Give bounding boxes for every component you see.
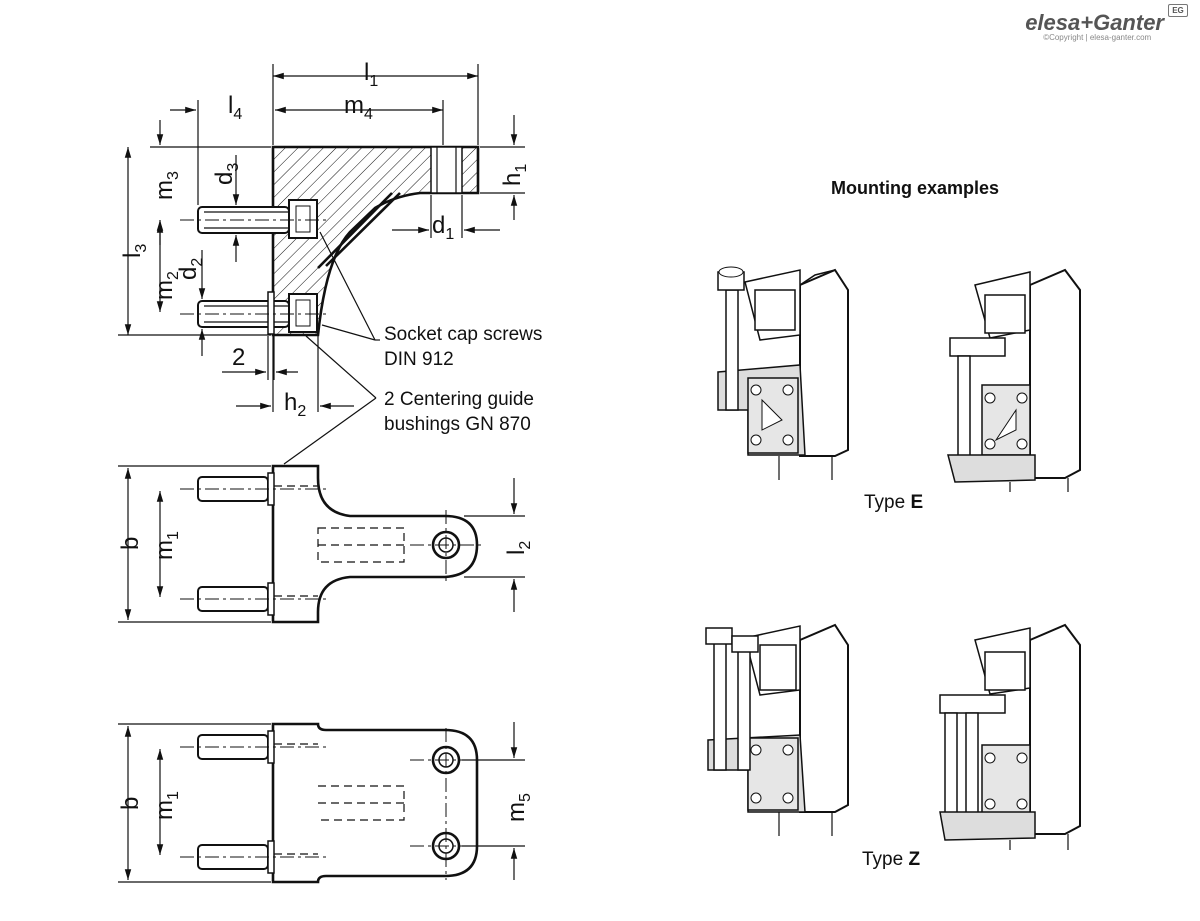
note-screws-line1: Socket cap screws [384, 324, 542, 345]
bracket-section [271, 145, 480, 337]
dimension-b-top: b [117, 465, 271, 623]
svg-text:m5: m5 [503, 793, 534, 822]
note-bushings-line2: bushings GN 870 [384, 414, 531, 435]
bore-d1 [430, 146, 463, 194]
mount-illustration-z1 [705, 623, 849, 836]
note-bushings-line1: 2 Centering guide [384, 389, 534, 410]
leader-lines [283, 231, 380, 465]
mounting-title: Mounting examples [831, 178, 999, 198]
dimension-2: 2 [222, 336, 298, 380]
dimension-d1: d1 [392, 195, 500, 243]
svg-text:2: 2 [232, 344, 245, 371]
svg-text:d1: d1 [432, 212, 454, 243]
svg-text:m4: m4 [344, 92, 373, 123]
dimension-h1: h1 [480, 115, 530, 220]
dimension-b-bottom: b [117, 723, 271, 883]
top-view-type-z [180, 722, 484, 884]
dimension-m1-bottom: m1 [151, 749, 182, 855]
dimension-m1-top: m1 [151, 491, 182, 597]
side-section-view [180, 145, 480, 337]
brand-logo: elesa+Ganter ©Copyright | elesa-ganter.c… [1025, 10, 1164, 42]
type-z-label: Type Z [862, 849, 920, 870]
dimension-l2: l2 [464, 478, 534, 612]
dimension-m2: m2 [151, 222, 182, 312]
svg-text:l2: l2 [503, 541, 534, 555]
type-e-label: Type E [864, 492, 923, 513]
mount-illustration-z2 [939, 623, 1081, 850]
brand-name: elesa+Ganter [1025, 10, 1164, 35]
mount-illustration-e2 [947, 268, 1081, 492]
dimension-d2: d2 [175, 250, 206, 356]
dimension-m5: m5 [462, 722, 534, 880]
svg-text:l3: l3 [119, 244, 150, 258]
svg-text:h2: h2 [284, 389, 306, 420]
svg-text:m1: m1 [151, 531, 182, 560]
svg-text:b: b [117, 797, 144, 810]
note-screws-line2: DIN 912 [384, 349, 454, 370]
svg-text:d3: d3 [211, 163, 242, 185]
svg-text:l4: l4 [228, 92, 242, 123]
dimension-l4-m4: l4 m4 [170, 92, 444, 205]
dimension-l3: l3 [118, 147, 271, 336]
svg-text:l1: l1 [364, 59, 378, 90]
svg-text:d2: d2 [175, 258, 206, 280]
svg-text:b: b [117, 537, 144, 550]
svg-text:m2: m2 [151, 271, 182, 300]
dimension-d3: d3 [211, 155, 242, 262]
svg-text:h1: h1 [499, 164, 530, 186]
svg-text:m3: m3 [151, 171, 182, 200]
dimension-l1: l1 [272, 59, 479, 145]
dimension-h2: h2 [236, 336, 354, 420]
svg-text:m1: m1 [151, 791, 182, 820]
mount-illustration-e1 [717, 266, 849, 480]
brand-badge: EG [1168, 4, 1188, 17]
top-view-type-e [180, 464, 484, 624]
brand-copyright: ©Copyright | elesa-ganter.com [1043, 33, 1152, 42]
